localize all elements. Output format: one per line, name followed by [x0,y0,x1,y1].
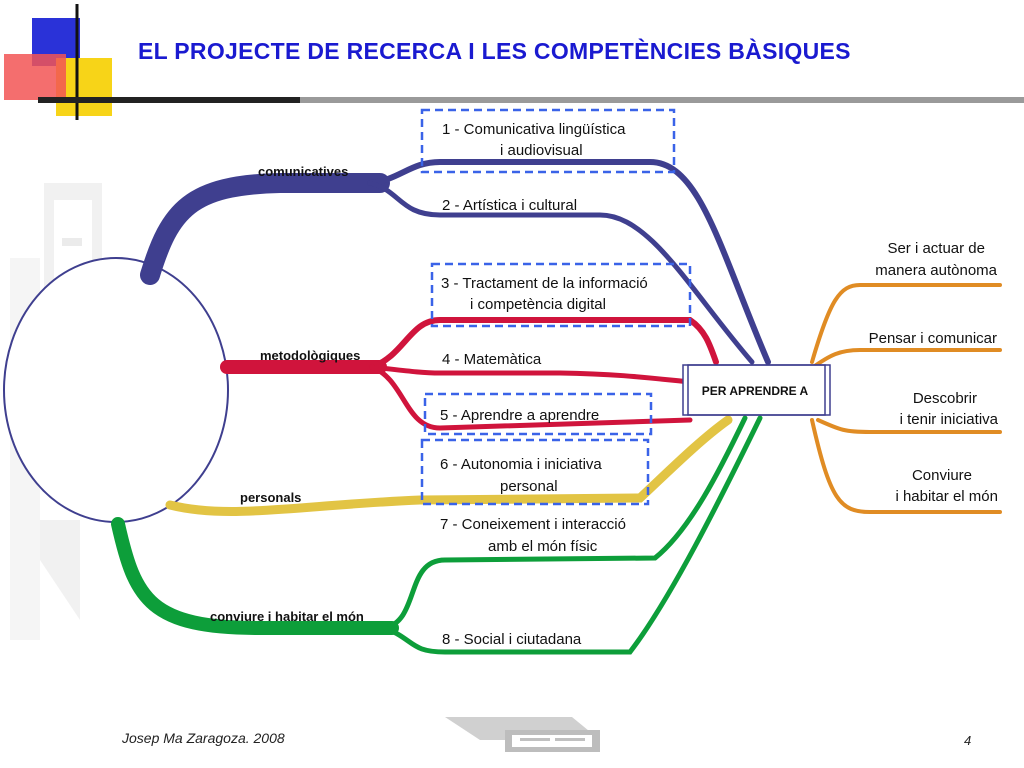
outcome-labels: Ser i actuar de manera autònoma Pensar i… [869,240,999,505]
center-box: PER APRENDRE A [682,364,831,416]
slide-title: EL PROJECTE DE RECERCA I LES COMPETÈNCIE… [138,38,851,64]
outcome-3-line1: Descobrir [913,390,977,407]
competency-3-line2: i competència digital [470,296,606,313]
group-label-metodologiques: metodològiques [260,348,360,363]
highlight-box-5 [423,392,653,436]
competency-6-line2: personal [500,478,558,495]
outcome-2-line1: Pensar i comunicar [869,330,997,347]
competency-2-line1: 2 - Artística i cultural [442,197,577,214]
outcome-4-line1: Conviure [912,467,972,484]
competency-5-line1: 5 - Aprendre a aprendre [440,407,599,424]
center-circle [3,257,229,523]
outcome-3-line2: i tenir iniciativa [900,411,999,428]
highlight-box-3 [430,262,692,328]
group-label-conviure: conviure i habitar el món [210,609,364,624]
branch-comunicatives [140,159,771,365]
competency-7-line2: amb el món físic [488,538,598,555]
outcome-1-line1: Ser i actuar de [887,240,985,257]
branch-metodologiques [220,317,719,431]
branch-conviure [111,415,763,655]
footer-logo [445,717,600,752]
competency-4-line1: 4 - Matemàtica [442,351,542,368]
competency-1-line2: i audiovisual [500,142,583,159]
group-label-personals: personals [240,490,301,505]
footer-author: Josep Ma Zaragoza. 2008 [122,730,285,746]
center-box-label: PER APRENDRE A [702,384,809,398]
branches-outcomes [810,283,1002,514]
competency-3-line1: 3 - Tractament de la informació [441,275,648,292]
competency-labels: 1 - Comunicativa lingüística i audiovisu… [440,121,648,648]
corner-logo [4,4,1024,120]
highlight-box-6 [420,438,650,506]
outcome-4-line2: i habitar el món [895,488,998,505]
competency-7-line1: 7 - Coneixement i interacció [440,516,626,533]
outcome-1-line2: manera autònoma [875,262,997,279]
highlight-boxes [420,108,692,506]
competency-8-line1: 8 - Social i ciutadana [442,631,582,648]
logo-red-square [4,54,66,100]
competency-6-line1: 6 - Autonomia i iniciativa [440,456,602,473]
branch-personals [165,415,733,516]
page-number: 4 [964,733,972,748]
competency-1-line1: 1 - Comunicativa lingüística [442,121,626,138]
group-label-comunicatives: comunicatives [258,164,348,179]
